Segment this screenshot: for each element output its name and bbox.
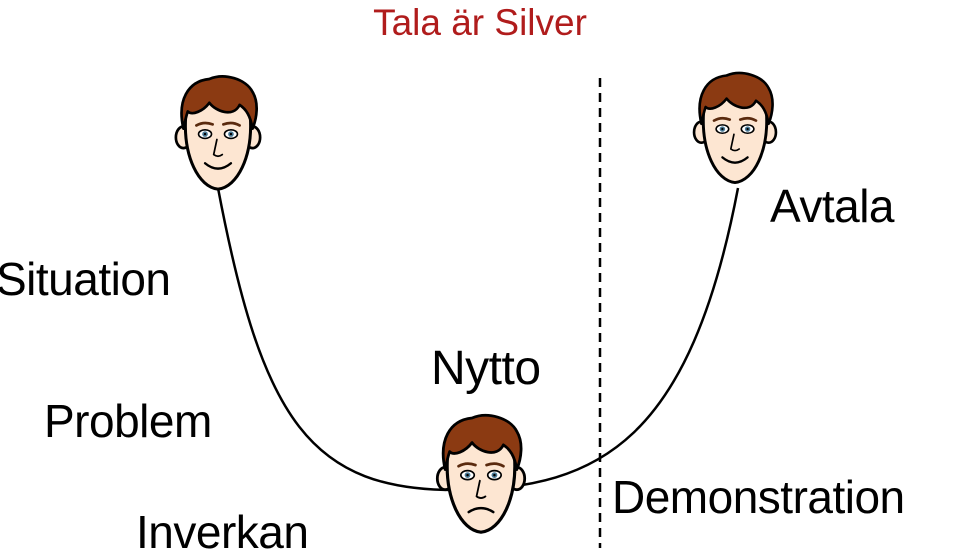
face-bottom-frowning-icon: [435, 413, 527, 534]
face-left-smiling-icon: [174, 74, 262, 191]
label-problem: Problem: [44, 395, 212, 447]
face-right-smiling-icon: [692, 71, 778, 185]
label-inverkan: Inverkan: [136, 506, 309, 558]
label-situation: Situation: [0, 253, 171, 305]
label-nytto: Nytto: [431, 342, 541, 395]
diagram-title: Tala är Silver: [373, 2, 587, 43]
label-demonstration: Demonstration: [612, 471, 905, 523]
label-avtala: Avtala: [770, 180, 895, 232]
